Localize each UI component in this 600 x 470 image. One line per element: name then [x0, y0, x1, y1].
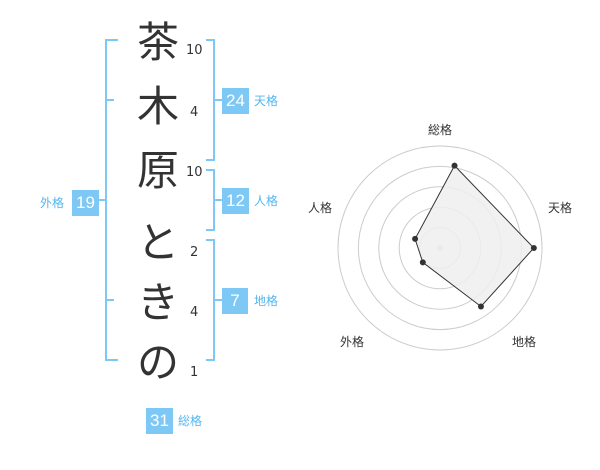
radar-ring-5: [337, 145, 543, 351]
jinkaku-bracket: [206, 169, 222, 231]
jinkaku-label: 人格: [254, 194, 279, 208]
radar-point-5: [412, 235, 419, 242]
radar-point-2: [530, 245, 537, 251]
stroke-count-4: 2: [190, 245, 199, 260]
name-char-1: 茶: [136, 18, 179, 67]
name-char-5: き: [136, 278, 179, 327]
radar-axis-label-2: 天格: [548, 200, 572, 215]
radar-axis-label-5: 人格: [308, 200, 332, 215]
radar-axis-label-3: 地格: [512, 334, 536, 349]
chikaku-value: 7: [222, 288, 248, 314]
chikaku-bracket: [206, 239, 222, 361]
radar-point-4: [419, 259, 426, 266]
stroke-count-2: 4: [190, 105, 199, 120]
gaikaku-label: 外格: [40, 196, 65, 210]
radar-axis-label-4: 外格: [340, 334, 364, 349]
tenkaku-value: 24: [222, 88, 249, 114]
soukaku-value: 31: [146, 408, 173, 434]
tenkaku-bracket: [206, 39, 222, 161]
stroke-count-3: 10: [186, 165, 203, 180]
stroke-count-5: 4: [190, 305, 199, 320]
name-char-4: と: [136, 218, 179, 267]
jinkaku-value: 12: [222, 188, 249, 214]
stroke-count-6: 1: [190, 365, 199, 380]
stroke-count-1: 10: [186, 43, 203, 58]
radar-point-1: [451, 162, 458, 169]
name-char-2: 木: [136, 82, 179, 131]
name-char-6: の: [136, 338, 179, 387]
soukaku-label: 総格: [178, 414, 203, 428]
radar-polygon: [414, 164, 535, 308]
outer-bracket-ticks: [106, 99, 114, 301]
outer-bracket: [98, 39, 118, 361]
gaikaku-value: 19: [72, 190, 99, 216]
radar-point-3: [477, 303, 484, 310]
chikaku-label: 地格: [254, 294, 279, 308]
name-char-3: 原: [136, 146, 179, 195]
radar-axis-label-1: 総格: [428, 122, 452, 137]
tenkaku-label: 天格: [254, 94, 279, 108]
